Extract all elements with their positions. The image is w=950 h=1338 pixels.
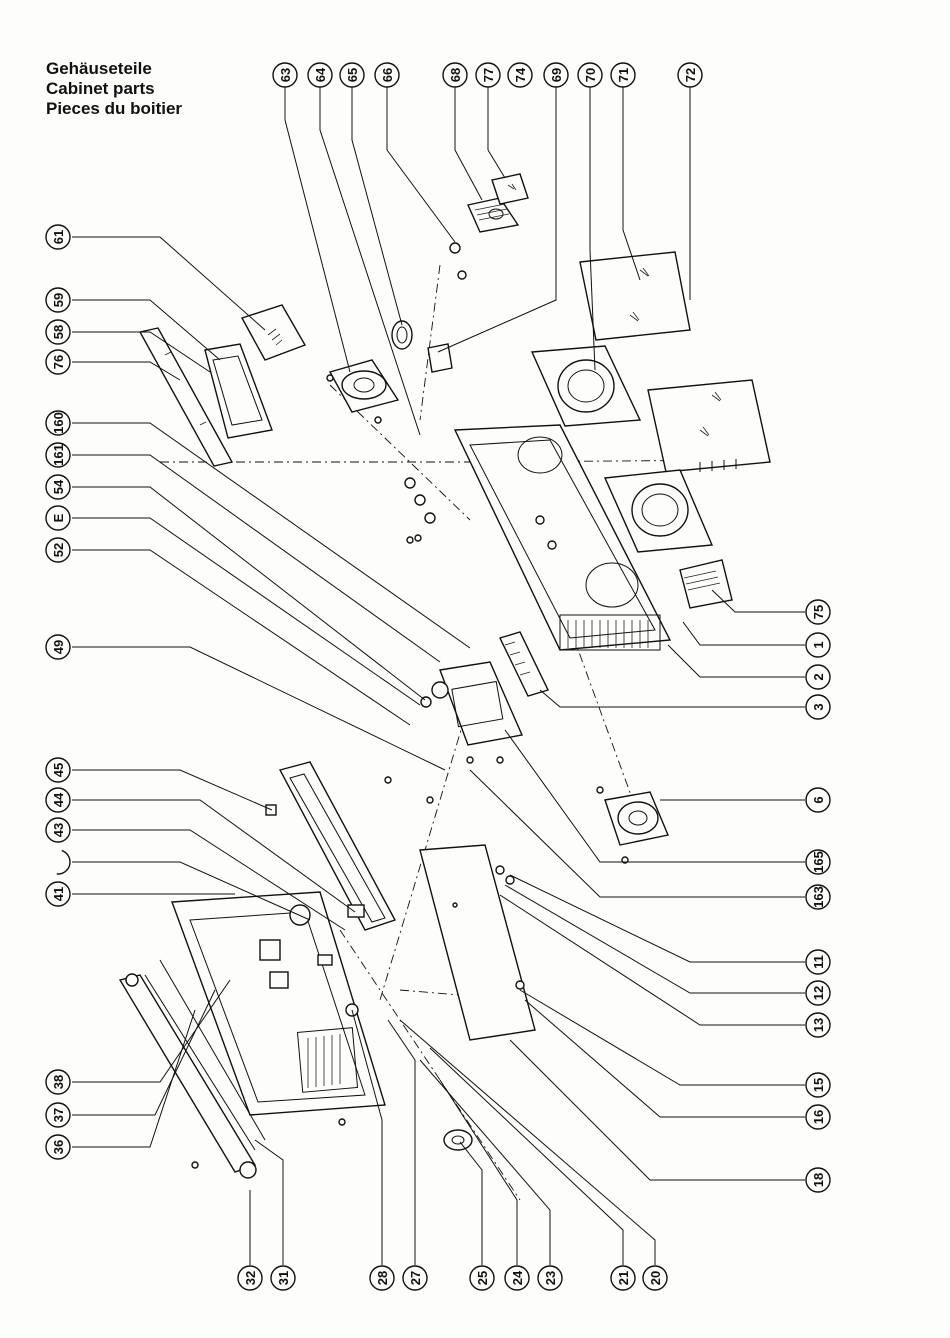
callout-52: 52 [51,543,66,557]
part-3-switch-strip [499,631,549,697]
callout-27: 27 [408,1271,423,1285]
callout-72: 72 [683,68,698,82]
callout-68: 68 [448,68,463,82]
main-cabinet [453,424,714,651]
part-75-small-door [679,559,733,609]
callout-64: 64 [313,67,328,82]
callout-11: 11 [811,955,826,969]
callout-32: 32 [243,1271,258,1285]
callout-36: 36 [51,1140,66,1154]
callout-E: E [51,513,66,522]
top-callouts: 63 64 65 66 68 77 74 69 70 71 72 [272,62,703,88]
part-6-speaker [604,791,669,846]
callout-16: 16 [811,1110,826,1124]
callout-54: 54 [51,479,66,494]
callout-43: 43 [51,823,66,837]
callout-6: 6 [811,796,826,803]
callout-161: 161 [51,444,66,466]
part-70-speaker-frame [530,345,642,427]
callout-21: 21 [616,1271,631,1285]
callout-45: 45 [51,763,66,777]
part-71-back-panel [579,251,691,341]
part-59-window-frame [204,343,273,439]
callout-61: 61 [51,230,66,244]
callout-49: 49 [51,640,66,654]
part-25-reel [443,1129,473,1151]
callout-76: 76 [51,355,66,369]
part-65-knob-ring [391,320,413,350]
screws [191,536,629,1169]
part-11-circuit-board [419,844,536,1041]
callout-1: 1 [811,641,826,648]
callout-74: 74 [513,67,528,82]
callout-3: 3 [811,703,826,710]
callout-20: 20 [648,1271,663,1285]
callout-41: 41 [51,887,66,901]
callout-71: 71 [616,68,631,82]
leader-lines [72,87,805,1265]
part-61-label-card [240,304,307,361]
callout-163: 163 [811,886,826,908]
part-69-label [427,343,453,373]
heading-french: Pieces du boitier [46,99,183,118]
part-49-tuning-module [420,661,523,746]
callout-2: 2 [811,673,826,680]
callout-31: 31 [276,1271,291,1285]
callout-12: 12 [811,986,826,1000]
callout-37: 37 [51,1108,66,1122]
callout-69: 69 [549,68,564,82]
callout-63: 63 [278,68,293,82]
callout-65: 65 [345,68,360,82]
right-callouts: 75 1 2 3 6 165 163 11 12 13 15 16 18 [805,599,831,1193]
part-74-door-plate [491,173,529,205]
callout-70: 70 [583,68,598,82]
callout-58: 58 [51,325,66,339]
part-66-knob [449,242,467,280]
callout-165: 165 [811,851,826,873]
part-68-cassette-door [467,197,520,233]
callout-44: 44 [51,792,66,807]
callout-38: 38 [51,1075,66,1089]
front-knobs [404,477,436,542]
callout-160: 160 [51,412,66,434]
left-callouts: 61 59 58 76 160 161 54 E 52 49 45 44 43 … [45,224,71,1160]
callout-75: 75 [811,605,826,619]
heading-english: Cabinet parts [46,79,155,98]
callout-25: 25 [475,1271,490,1285]
callout-77: 77 [481,68,496,82]
part-76-trim-strip [138,327,234,467]
callout-18: 18 [811,1173,826,1187]
part-72-back-cover [647,379,771,473]
callout-66: 66 [380,68,395,82]
heading-german: Gehäuseteile [46,59,152,78]
callout-23: 23 [543,1271,558,1285]
bottom-callouts: 32 31 28 27 25 24 23 21 20 [237,1265,668,1291]
part-36-carry-handle [118,959,266,1179]
callout-59: 59 [51,293,66,307]
callout-15: 15 [811,1078,826,1092]
part-63-speaker [326,359,400,424]
callout-24: 24 [510,1270,525,1285]
bottom-chassis [171,891,386,1116]
callout-28: 28 [375,1271,390,1285]
callout-13: 13 [811,1018,826,1032]
